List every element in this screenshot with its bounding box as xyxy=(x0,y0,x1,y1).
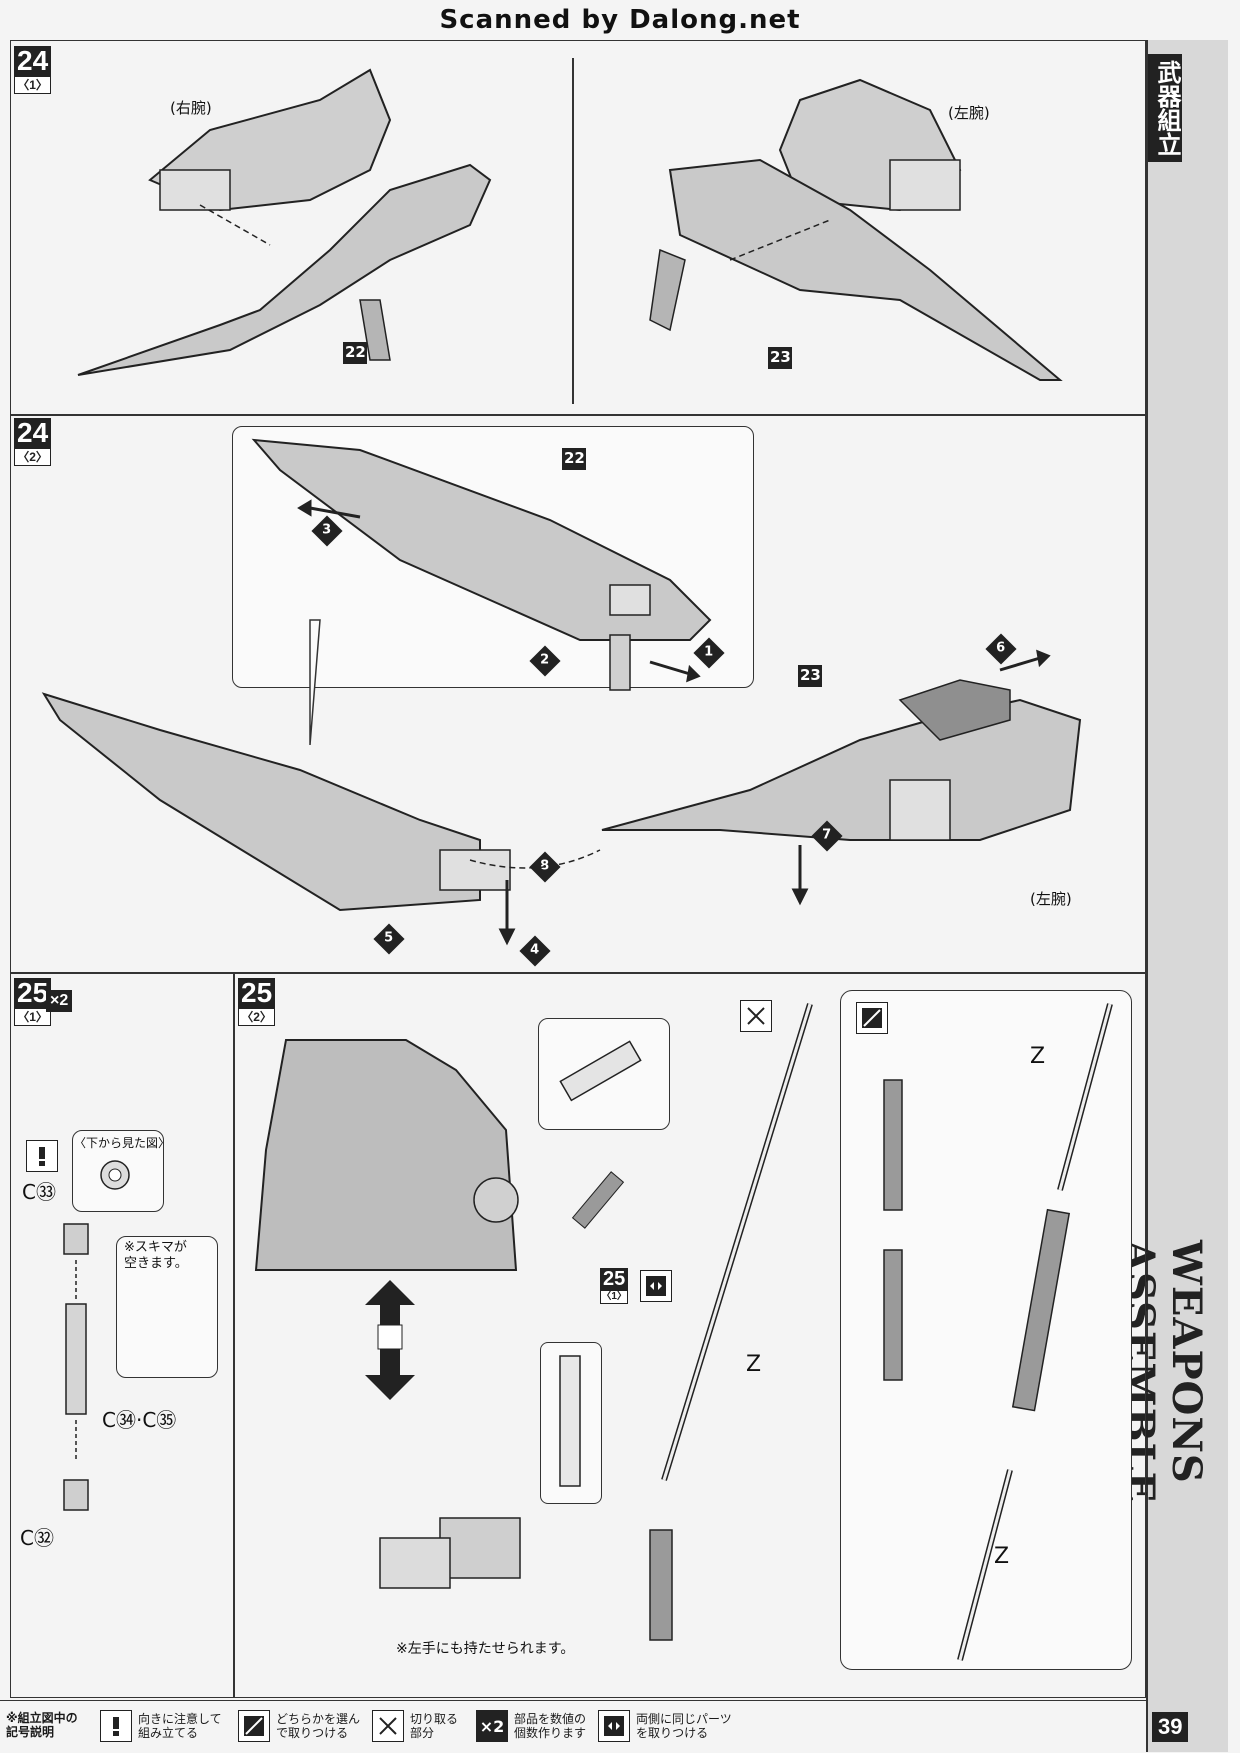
rifle-left-illustration xyxy=(649,78,1063,381)
c33-label: C㉝ xyxy=(22,1180,56,1204)
sidebar xyxy=(1146,40,1228,1752)
step-number: 25 xyxy=(17,977,49,1008)
cut-icon xyxy=(372,1710,404,1742)
part-23-detail-label: 23 xyxy=(800,666,821,684)
grip-parts-illustration xyxy=(63,1223,89,1511)
left-hand-note: ※左手にも持たせられます。 xyxy=(396,1641,575,1657)
legend-item-orientation: 向きに注意して 組み立てる xyxy=(100,1709,222,1743)
legend-text: どちらかを選ん で取りつける xyxy=(276,1712,361,1740)
symbol-legend: ※組立図中の 記号説明 向きに注意して 組み立てる どちらかを選ん で取りつける… xyxy=(0,1700,1146,1751)
choose-one-icon-inline xyxy=(856,1002,888,1034)
right-arm-label: (右腕) xyxy=(170,99,212,117)
legend-text: 向きに注意して 組み立てる xyxy=(138,1712,222,1740)
step-number: 24 xyxy=(17,417,49,448)
rifle-right-illustration xyxy=(77,68,492,376)
legend-text: 両側に同じパーツ を取りつける xyxy=(636,1712,732,1740)
multiplier-badge: ×2 xyxy=(46,990,73,1012)
part-23-marker-box xyxy=(768,347,792,369)
same-parts-ref-icon xyxy=(640,1270,672,1302)
bottom-view-label: 〈下から見た図〉 xyxy=(74,1136,171,1150)
panel-24-2 xyxy=(10,414,1146,974)
step-25-1-marker: 25 〈1〉 xyxy=(14,977,52,1026)
left-arm-label: (左腕) xyxy=(948,104,990,122)
body-close-up-illustration xyxy=(254,1039,519,1271)
ref-step-number: 25 xyxy=(603,1268,626,1290)
part-22-label: 22 xyxy=(345,343,366,361)
grip-connector-illustration xyxy=(571,1171,625,1229)
scan-credit: Scanned by Dalong.net xyxy=(439,5,801,35)
legend-item-cut: 切り取る 部分 xyxy=(372,1709,458,1743)
panel-25-2 xyxy=(234,972,1146,1698)
panel-25-1 xyxy=(10,972,234,1698)
callout-pointer xyxy=(309,619,321,746)
ref-step-25-1: 25 〈1〉 xyxy=(600,1268,629,1304)
bottom-view-ring xyxy=(100,1160,130,1190)
rifle-22-detail-illustration xyxy=(251,438,712,691)
z-label-2: Z xyxy=(1030,1044,1046,1069)
legend-item-choose: どちらかを選ん で取りつける xyxy=(238,1709,360,1743)
section-title-jp: 武器組立 xyxy=(1148,54,1182,162)
assembly-arrows xyxy=(297,499,1051,946)
step-24-1-marker: 24 〈1〉 xyxy=(14,45,52,94)
ref-step-sub: 〈1〉 xyxy=(600,1290,629,1304)
legend-item-same-parts: 両側に同じパーツ を取りつける xyxy=(598,1709,732,1743)
x2-icon: ×2 xyxy=(476,1710,508,1742)
part-22-detail-label: 22 xyxy=(564,449,585,467)
page-number: 39 xyxy=(1152,1712,1189,1742)
step-sub: 〈1〉 xyxy=(14,1008,52,1026)
legend-text: 部品を数値の 個数作ります xyxy=(514,1712,587,1740)
rifle-23-mounted-illustration xyxy=(601,679,1082,841)
choose-one-arrows xyxy=(365,1280,415,1400)
step-25-2-marker: 25 〈2〉 xyxy=(238,977,276,1026)
part-23-label: 23 xyxy=(770,348,791,366)
rod-parts-illustration xyxy=(883,1003,1113,1661)
gap-note-callout xyxy=(116,1236,218,1378)
step-number: 25 xyxy=(241,977,273,1008)
section-title-en: WEAPONS ASSEMBLE xyxy=(1116,1240,1210,1504)
exclamation-icon xyxy=(100,1710,132,1742)
grip-bar-illustration xyxy=(559,1355,581,1487)
part-22-detail-box xyxy=(562,448,586,470)
step-24-2-marker: 24 〈2〉 xyxy=(14,417,52,466)
gap-note: ※スキマが 空きます。 xyxy=(124,1240,188,1271)
step-number: 24 xyxy=(17,45,49,76)
hand-illustration xyxy=(379,1517,521,1589)
panel-divider xyxy=(572,58,574,404)
c34-c35-label: C㉞·C㉟ xyxy=(102,1408,177,1432)
choose-one-icon xyxy=(238,1710,270,1742)
legend-title: ※組立図中の 記号説明 xyxy=(6,1711,78,1739)
z-label-3: Z xyxy=(994,1544,1010,1569)
panel-24-1 xyxy=(10,40,1146,416)
step-sub: 〈1〉 xyxy=(14,76,52,94)
grip-detail-illustration xyxy=(559,1040,642,1102)
legend-text: 切り取る 部分 xyxy=(410,1712,459,1740)
legend-item-multiply: ×2 部品を数値の 個数作ります xyxy=(476,1709,586,1743)
z-label-1: Z xyxy=(746,1352,762,1377)
part-22-marker-box xyxy=(343,342,367,364)
step-sub: 〈2〉 xyxy=(238,1008,276,1026)
cut-icon-inline xyxy=(740,1000,772,1032)
rod-z-illustration xyxy=(649,1003,813,1641)
step-sub: 〈2〉 xyxy=(14,448,52,466)
part-23-detail-box xyxy=(798,665,822,687)
left-arm-label-2: (左腕) xyxy=(1030,890,1072,908)
orientation-warning-icon xyxy=(26,1140,58,1172)
same-parts-icon xyxy=(598,1710,630,1742)
rifle-22-full-illustration xyxy=(41,692,511,912)
c32-label: C㉜ xyxy=(20,1526,54,1550)
